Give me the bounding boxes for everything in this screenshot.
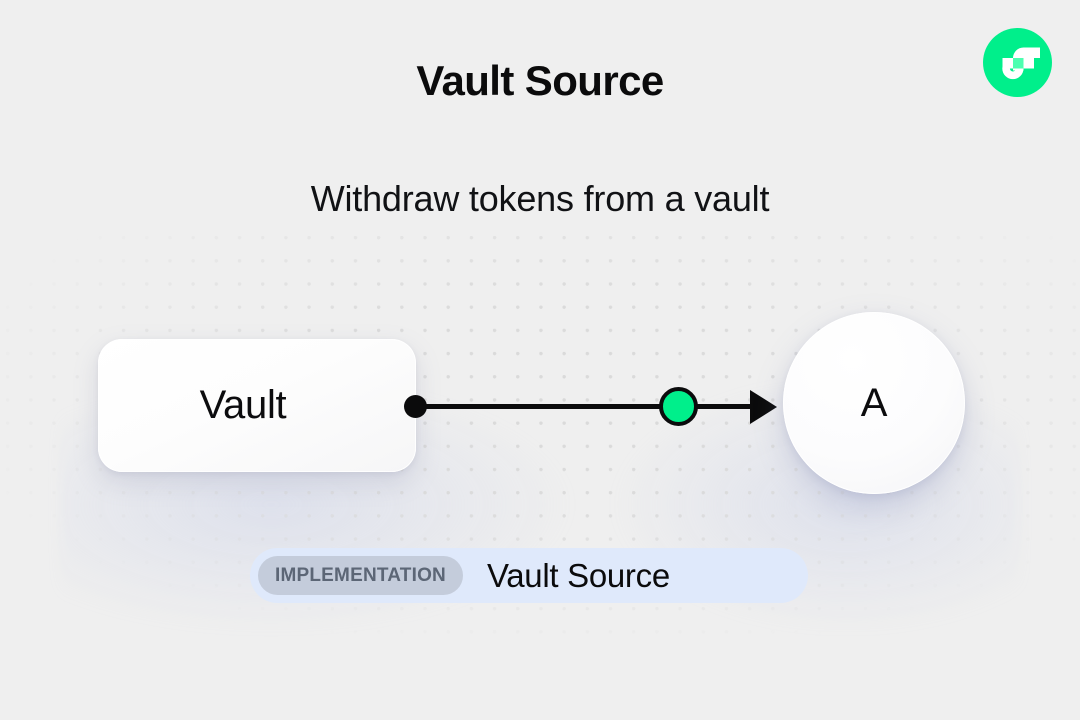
edge-midpoint-handle[interactable] [659, 387, 698, 426]
node-vault-label: Vault [199, 383, 287, 427]
page-title: Vault Source [416, 57, 664, 104]
implementation-badge: IMPLEMENTATION [258, 556, 463, 595]
flow-logo-icon [983, 28, 1052, 97]
page-subtitle: Withdraw tokens from a vault [310, 178, 770, 219]
node-a-label: A [860, 380, 888, 425]
edge-arrowhead-icon [750, 390, 777, 424]
node-vault[interactable]: Vault [98, 339, 416, 472]
node-a[interactable]: A [783, 312, 965, 494]
edge-line [415, 404, 763, 409]
implementation-panel: IMPLEMENTATION Vault Source [250, 548, 808, 603]
implementation-name: Vault Source [486, 556, 670, 594]
